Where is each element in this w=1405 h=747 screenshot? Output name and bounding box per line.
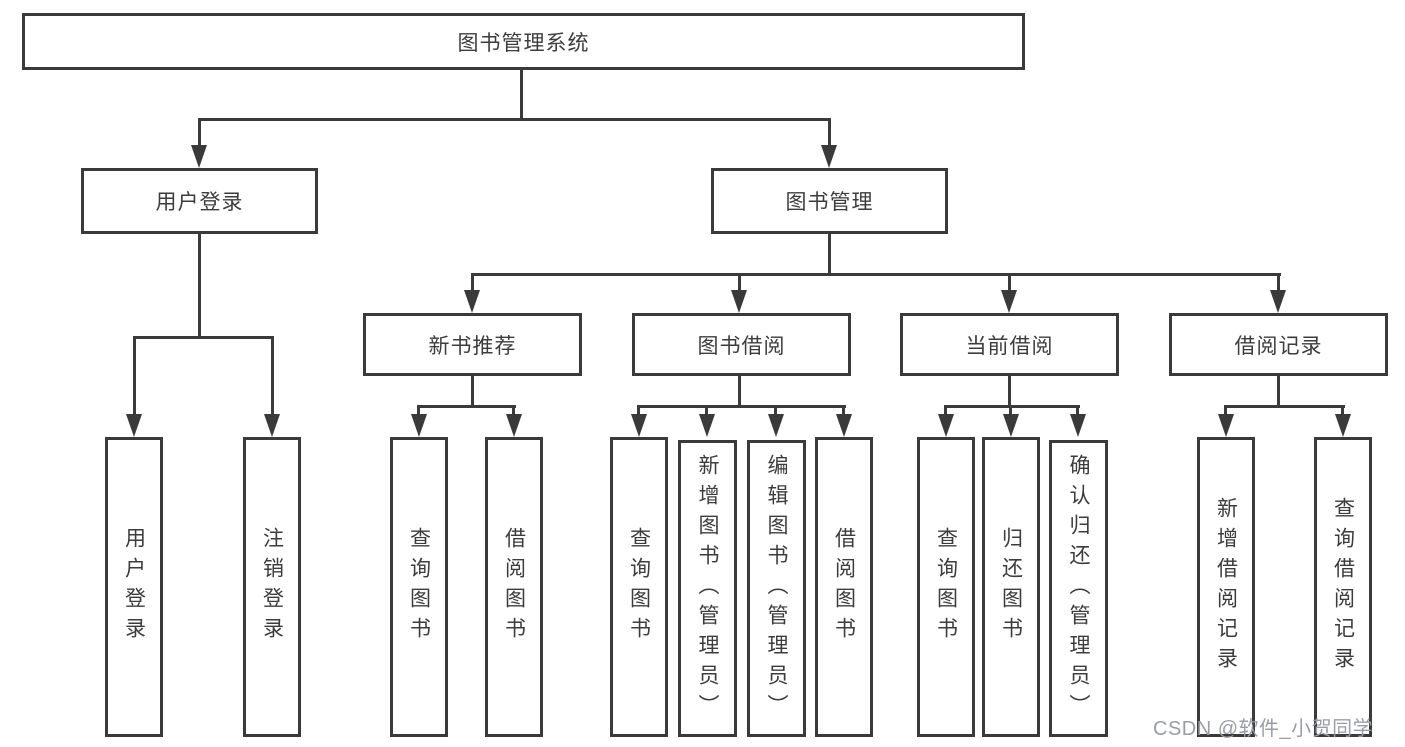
arrowhead-query-books-1 [411, 414, 427, 437]
connector-rec-stub-1 [417, 405, 420, 414]
leaf-borrow-books-1: 借阅图书 [485, 437, 543, 737]
connector-rec-stem [471, 376, 474, 405]
connector-borrow-stub-4 [842, 405, 845, 414]
connector-records-stub-2 [1341, 405, 1344, 414]
arrowhead-return-book [1003, 414, 1019, 437]
connector-bookmgmt-stem [828, 234, 831, 273]
node-borrowing-records: 借阅记录 [1169, 313, 1388, 376]
arrowhead-new-book-recommend [464, 290, 480, 313]
connector-borrow-stub-3 [774, 405, 777, 414]
arrowhead-query-books-2 [631, 414, 647, 437]
connector-root-stub-right [828, 118, 831, 146]
arrowhead-borrow-books-2 [836, 414, 852, 437]
leaf-logout-login: 注销登录 [243, 437, 301, 737]
leaf-query-borrow-record-label: 查询借阅记录 [1331, 497, 1355, 677]
leaf-borrow-books-2-label: 借阅图书 [832, 527, 856, 647]
leaf-query-books-1-label: 查询图书 [407, 527, 431, 647]
connector-root-stem [520, 70, 523, 118]
node-book-management: 图书管理 [711, 168, 948, 234]
connector-bookmgmt-stub-2 [738, 273, 741, 290]
leaf-add-book-admin: 新增图书（管理员） [678, 440, 737, 737]
leaf-query-books-2: 查询图书 [610, 437, 668, 737]
connector-userlogin-stub-2 [271, 336, 274, 414]
arrowhead-user-login [191, 145, 207, 168]
arrowhead-query-borrow-record [1335, 414, 1351, 437]
connector-bookmgmt-stub-1 [471, 273, 474, 290]
node-current-borrowing: 当前借阅 [900, 313, 1119, 376]
leaf-user-login: 用户登录 [105, 437, 163, 737]
connector-rec-rail [417, 405, 516, 408]
node-book-management-label: 图书管理 [785, 191, 874, 214]
node-book-borrowing-label: 图书借阅 [697, 334, 786, 358]
connector-records-rail [1224, 405, 1345, 408]
connector-bookmgmt-stub-3 [1008, 273, 1011, 290]
connector-records-stem [1277, 376, 1280, 405]
connector-current-stub-2 [1009, 405, 1012, 414]
connector-borrow-rail [637, 405, 846, 408]
leaf-logout-login-label: 注销登录 [260, 527, 284, 647]
arrowhead-leaf-user-login [126, 414, 142, 437]
node-current-borrowing-label: 当前借阅 [965, 334, 1054, 358]
node-user-login-label: 用户登录 [155, 191, 244, 214]
node-root: 图书管理系统 [22, 13, 1025, 70]
arrowhead-book-borrowing [731, 290, 747, 313]
node-new-book-recommend: 新书推荐 [363, 313, 582, 376]
connector-userlogin-stub-1 [133, 336, 136, 414]
leaf-query-books-1: 查询图书 [390, 437, 448, 737]
leaf-add-book-admin-label: 新增图书（管理员） [696, 453, 719, 724]
node-root-label: 图书管理系统 [457, 31, 590, 55]
connector-current-stub-1 [944, 405, 947, 414]
leaf-edit-book-admin-label: 编辑图书（管理员） [765, 453, 788, 724]
leaf-borrow-books-2: 借阅图书 [815, 437, 873, 737]
leaf-add-borrow-record: 新增借阅记录 [1197, 437, 1255, 737]
connector-userlogin-rail [133, 336, 274, 339]
leaf-query-books-2-label: 查询图书 [627, 527, 651, 647]
connector-borrow-stem [738, 376, 741, 405]
arrowhead-add-borrow-record [1218, 414, 1234, 437]
connector-bookmgmt-stub-4 [1277, 273, 1280, 290]
leaf-user-login-label: 用户登录 [122, 527, 146, 647]
node-borrowing-records-label: 借阅记录 [1234, 334, 1323, 358]
arrowhead-book-management [821, 145, 837, 168]
leaf-confirm-return-admin: 确认归还（管理员） [1049, 440, 1108, 737]
leaf-query-borrow-record: 查询借阅记录 [1314, 437, 1372, 737]
leaf-add-borrow-record-label: 新增借阅记录 [1214, 497, 1238, 677]
arrowhead-leaf-logout [264, 414, 280, 437]
arrowhead-borrow-books-1 [506, 414, 522, 437]
arrowhead-add-book-admin [699, 414, 715, 437]
connector-current-stem [1008, 376, 1011, 405]
connector-userlogin-stem [198, 234, 201, 336]
node-book-borrowing: 图书借阅 [632, 313, 851, 376]
connector-root-rail [198, 118, 831, 121]
leaf-borrow-books-1-label: 借阅图书 [502, 527, 526, 647]
connector-rec-stub-2 [512, 405, 515, 414]
arrowhead-current-borrowing [1001, 290, 1017, 313]
node-new-book-recommend-label: 新书推荐 [428, 334, 517, 358]
connector-bookmgmt-rail [471, 273, 1281, 276]
node-user-login: 用户登录 [81, 168, 318, 234]
connector-records-stub-1 [1224, 405, 1227, 414]
connector-current-rail [944, 405, 1080, 408]
connector-current-stub-3 [1076, 405, 1079, 414]
connector-root-stub-left [198, 118, 201, 146]
leaf-query-books-3-label: 查询图书 [934, 527, 958, 647]
leaf-return-book-label: 归还图书 [999, 527, 1023, 647]
arrowhead-query-books-3 [938, 414, 954, 437]
leaf-confirm-return-admin-label: 确认归还（管理员） [1067, 453, 1090, 724]
leaf-edit-book-admin: 编辑图书（管理员） [747, 440, 806, 737]
leaf-query-books-3: 查询图书 [917, 437, 975, 737]
connector-borrow-stub-2 [705, 405, 708, 414]
leaf-return-book: 归还图书 [982, 437, 1040, 737]
csdn-watermark: CSDN @软件_小贺同学 [1153, 718, 1374, 740]
arrowhead-edit-book-admin [768, 414, 784, 437]
arrowhead-borrowing-records [1270, 290, 1286, 313]
connector-borrow-stub-1 [637, 405, 640, 414]
arrowhead-confirm-return-admin [1070, 414, 1086, 437]
